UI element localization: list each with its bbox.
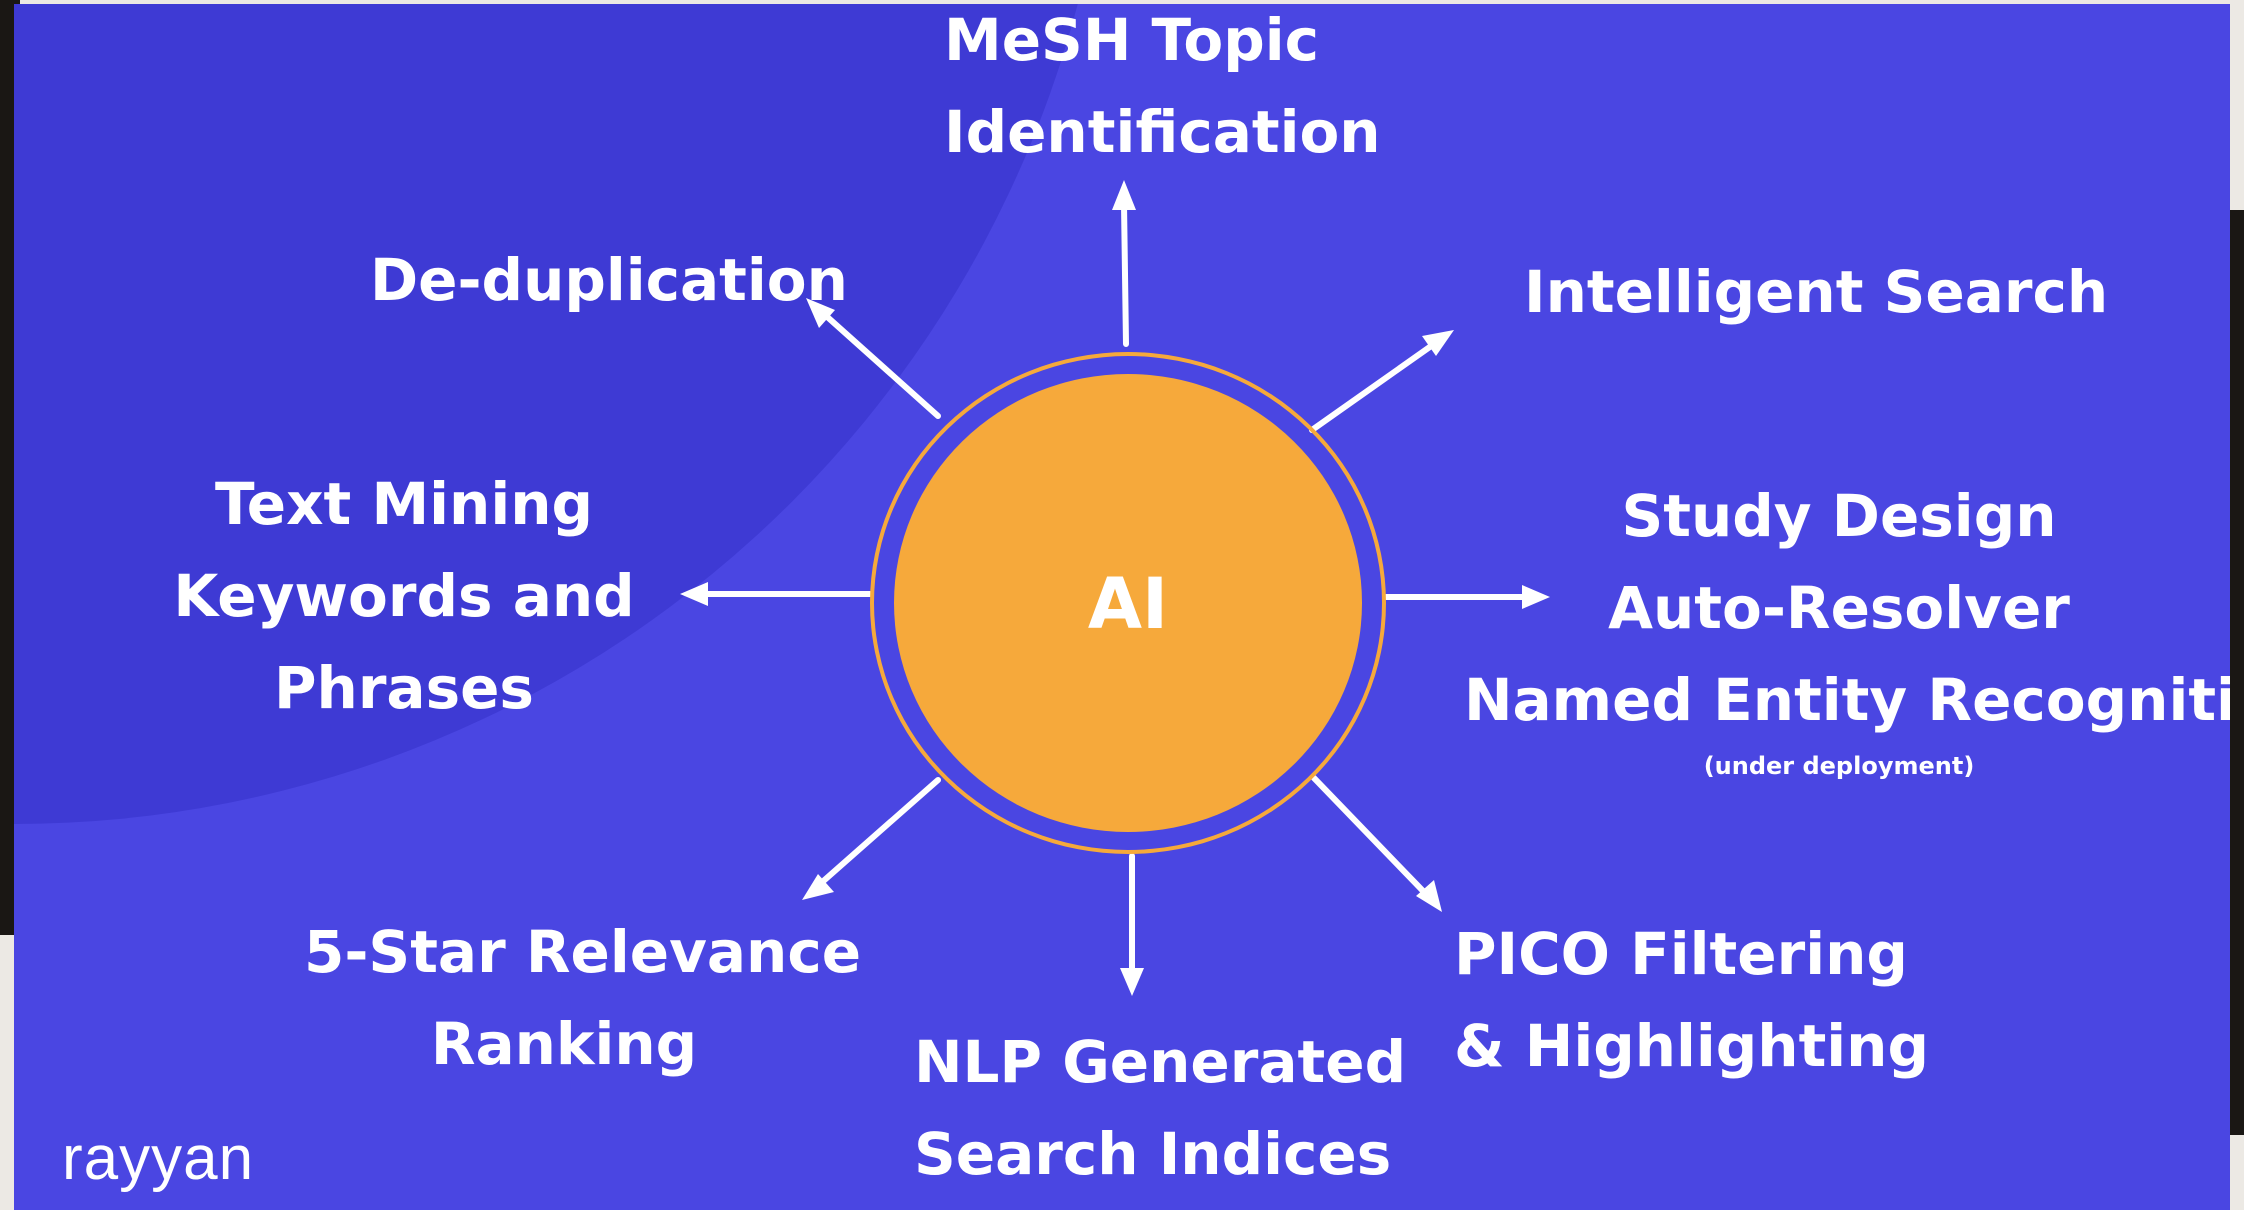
node-study-design: Study Design Auto-Resolver Named Entity … [1464, 470, 2230, 786]
ai-outer-ring [870, 352, 1386, 854]
node-relevance-line-2: Ranking [430, 1010, 698, 1078]
node-relevance-line-1: 5-Star Relevance [304, 918, 862, 986]
photo-frame-right [2226, 210, 2244, 1135]
node-star-relevance: 5-Star Relevance Ranking [304, 906, 862, 1090]
node-textmining-line-1: Text Mining [214, 470, 594, 538]
node-text-mining: Text Mining Keywords and Phrases [164, 458, 644, 734]
node-deduplication: De-duplication [370, 234, 848, 326]
node-intelligent-line-1: Intelligent Search [1524, 258, 2109, 326]
ai-center-label: AI [1087, 563, 1169, 645]
ai-center-circle [894, 374, 1362, 832]
arrow-textmining [680, 582, 873, 606]
node-pico-filtering: PICO Filtering & Highlighting [1454, 908, 1929, 1092]
arrow-nlp [1120, 853, 1144, 996]
node-mesh-line-1: MeSH Topic [944, 6, 1320, 74]
node-nlp-indices: NLP Generated Search Indices [914, 1016, 1407, 1200]
arrow-mesh [1112, 180, 1136, 347]
node-study-note: (under deployment) [1703, 752, 1975, 780]
arrow-dedup [806, 298, 941, 419]
node-pico-line-1: PICO Filtering [1454, 920, 1908, 988]
node-textmining-line-3: Phrases [274, 654, 534, 722]
diagram-panel: AI MeSH Topic Identification De-duplicat… [14, 4, 2230, 1210]
arrow-intelligent [1309, 330, 1454, 433]
node-nlp-line-2: Search Indices [914, 1120, 1392, 1188]
arrow-layer [680, 180, 1550, 996]
node-textmining-line-2: Keywords and [173, 562, 635, 630]
node-study-line-3: Named Entity Recognition [1464, 666, 2230, 734]
node-study-line-2: Auto-Resolver [1608, 574, 2070, 642]
arrow-study [1383, 585, 1550, 609]
node-study-line-1: Study Design [1621, 482, 2057, 550]
node-mesh-topic: MeSH Topic Identification [944, 4, 1381, 178]
node-nlp-line-1: NLP Generated [914, 1028, 1407, 1096]
node-dedup-line-1: De-duplication [370, 246, 848, 314]
arrow-relevance [802, 777, 941, 900]
node-intelligent-search: Intelligent Search [1524, 246, 2109, 338]
node-mesh-line-2: Identification [944, 98, 1381, 166]
node-pico-line-2: & Highlighting [1454, 1012, 1929, 1080]
rayyan-logo: rayyan [62, 1124, 255, 1193]
arrow-pico [1311, 775, 1442, 912]
